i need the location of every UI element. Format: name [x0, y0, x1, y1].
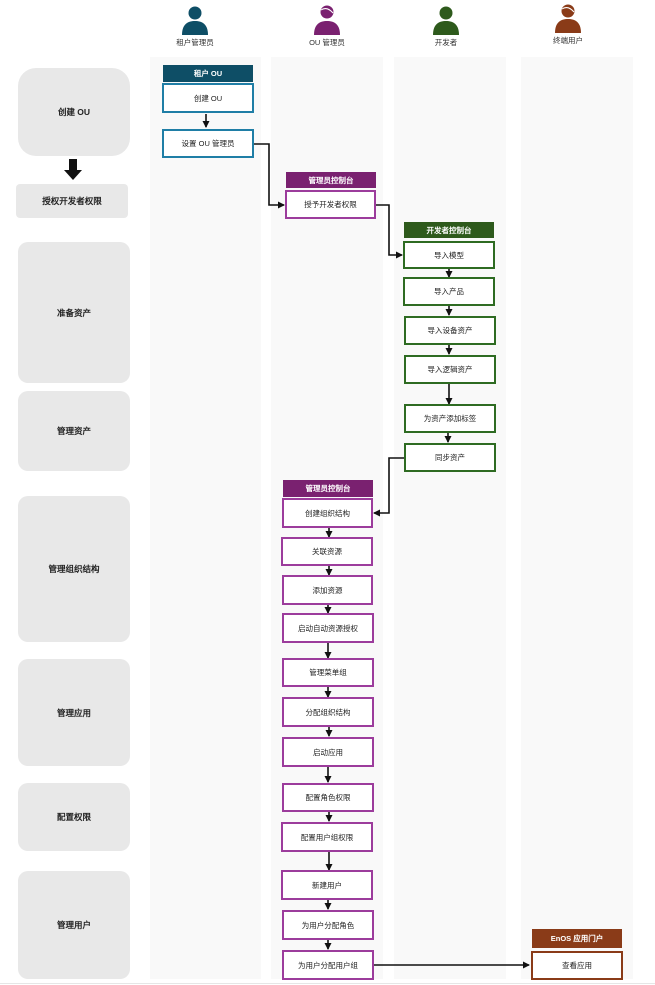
node-import-device: 导入设备资产	[404, 316, 496, 345]
node-new-user: 新建用户	[281, 870, 373, 900]
header-admin-console: 管理员控制台	[283, 480, 373, 497]
node-assign-group: 为用户分配用户组	[282, 950, 374, 980]
header-tenant-ou: 租户 OU	[163, 65, 253, 82]
role-label: 租户管理员	[176, 38, 214, 47]
node-grant-dev: 授予开发者权限	[285, 190, 376, 219]
node-import-logic: 导入逻辑资产	[404, 355, 496, 384]
lane-tenant-admin	[150, 57, 261, 979]
node-import-product: 导入产品	[403, 277, 495, 306]
node-link-resource: 关联资源	[281, 537, 373, 566]
node-assign-org: 分配组织结构	[282, 697, 374, 727]
stage-manage-org: 管理组织结构	[18, 496, 130, 642]
stage-grant-dev: 授权开发者权限	[16, 184, 128, 218]
user-icon	[433, 6, 459, 35]
stage-manage-users: 管理用户	[18, 871, 130, 979]
lane-developer	[394, 57, 506, 979]
node-start-app: 启动应用	[282, 737, 374, 767]
down-arrow-icon	[64, 159, 82, 180]
node-assign-role: 为用户分配角色	[282, 910, 374, 940]
node-import-model: 导入模型	[403, 241, 495, 269]
stage-manage-apps: 管理应用	[18, 659, 130, 766]
role-label: 终端用户	[553, 36, 583, 45]
role-end-user: 终端用户	[523, 3, 613, 46]
stage-create-ou: 创建 OU	[18, 68, 130, 156]
node-sync-asset: 同步资产	[404, 443, 496, 472]
bottom-divider	[0, 983, 655, 984]
stage-prepare-assets: 准备资产	[18, 242, 130, 383]
stage-manage-assets: 管理资产	[18, 391, 130, 471]
role-developer: 开发者	[401, 5, 491, 48]
node-set-ou-admin: 设置 OU 管理员	[162, 129, 254, 158]
header-enos-portal: EnOS 应用门户	[532, 929, 622, 948]
node-view-app: 查看应用	[531, 951, 623, 980]
node-create-org: 创建组织结构	[282, 498, 373, 528]
node-menu-group: 管理菜单组	[282, 658, 374, 687]
node-group-perm: 配置用户组权限	[281, 822, 373, 852]
user-icon	[182, 6, 208, 35]
node-create-ou: 创建 OU	[162, 83, 254, 113]
role-tenant-admin: 租户管理员	[150, 5, 240, 48]
header-dev-console: 开发者控制台	[404, 222, 494, 238]
lane-end-user	[521, 57, 633, 979]
node-role-perm: 配置角色权限	[282, 783, 374, 812]
stage-config-perm: 配置权限	[18, 783, 130, 851]
role-label: OU 管理员	[309, 38, 345, 47]
user-icon	[555, 4, 581, 33]
node-add-tag: 为资产添加标签	[404, 404, 496, 433]
user-icon	[314, 5, 340, 35]
header-admin-console: 管理员控制台	[286, 172, 376, 188]
role-label: 开发者	[434, 38, 458, 47]
node-add-resource: 添加资源	[282, 575, 373, 605]
node-auto-auth: 启动自动资源授权	[282, 613, 374, 643]
role-ou-admin: OU 管理员	[282, 4, 372, 48]
